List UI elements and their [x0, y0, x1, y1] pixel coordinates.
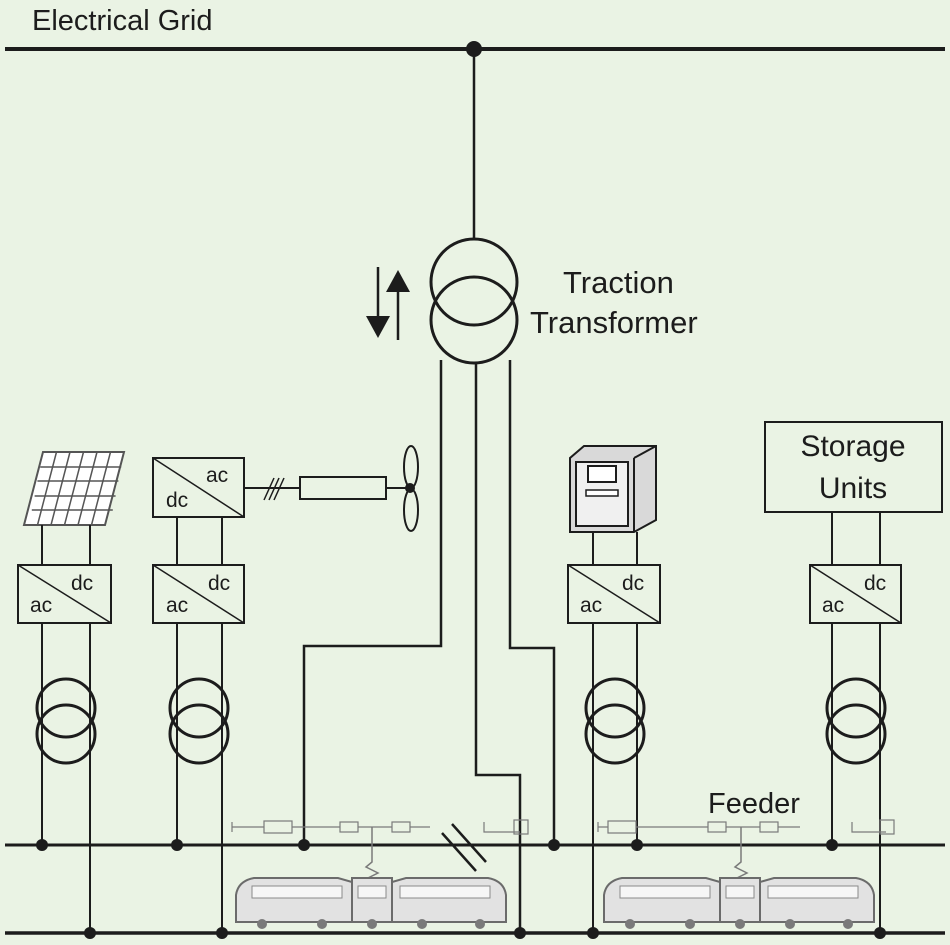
converter-label-top: dc: [622, 572, 644, 595]
train-icon: [603, 877, 875, 929]
traction-transformer: [429, 49, 519, 365]
converter-label-top: dc: [71, 572, 93, 595]
converter-charging: dc ac: [567, 564, 661, 624]
catenary-detail-left: [231, 820, 430, 884]
converter-wind-upper: ac dc: [152, 457, 245, 518]
transformer-storage: [825, 677, 887, 765]
solar-panel-icon: [22, 451, 126, 526]
transformer-secondary-leads: [302, 360, 556, 935]
converter-label-top: dc: [864, 572, 886, 595]
section-insulator: [441, 823, 487, 872]
converter-label-bottom: ac: [166, 594, 188, 617]
wind-turbine-icon: [403, 445, 419, 532]
storage-label-line1: Storage: [800, 430, 905, 463]
converter-label-bottom: ac: [30, 594, 52, 617]
transformer-wind: [168, 677, 230, 765]
storage-label-line2: Units: [819, 472, 887, 505]
storage-units-box: Storage Units: [764, 421, 943, 513]
power-flow-arrows-icon: [366, 267, 410, 340]
feeder-label: Feeder: [708, 788, 800, 820]
wind-branch-wires: [176, 517, 223, 933]
converter-label-bottom: dc: [166, 489, 188, 512]
grid-label: Electrical Grid: [32, 5, 213, 37]
catenary-terminal-right: [851, 819, 895, 835]
catenary-detail-right: [597, 820, 800, 884]
converter-label-top: dc: [208, 572, 230, 595]
transformer-label-line2: Transformer: [530, 305, 698, 340]
catenary-terminal-left: [483, 819, 529, 835]
solar-branch-wires: [41, 525, 91, 933]
transformer-solar: [35, 677, 97, 765]
train-icon: [235, 877, 507, 929]
charging-station-icon: [569, 445, 657, 533]
feeder-junction-dots: [36, 839, 838, 851]
converter-storage: dc ac: [809, 564, 902, 624]
converter-label-bottom: ac: [580, 594, 602, 617]
rail-junction-dots: [84, 927, 886, 939]
transformer-charging: [584, 677, 646, 765]
wind-generator-link: [244, 476, 406, 501]
converter-label-bottom: ac: [822, 594, 844, 617]
charging-branch-wires: [592, 532, 638, 933]
transformer-label-line1: Traction: [563, 265, 674, 300]
converter-wind-lower: dc ac: [152, 564, 245, 624]
storage-branch-wires: [831, 512, 881, 933]
converter-solar: dc ac: [17, 564, 112, 624]
converter-label-top: ac: [206, 464, 228, 487]
